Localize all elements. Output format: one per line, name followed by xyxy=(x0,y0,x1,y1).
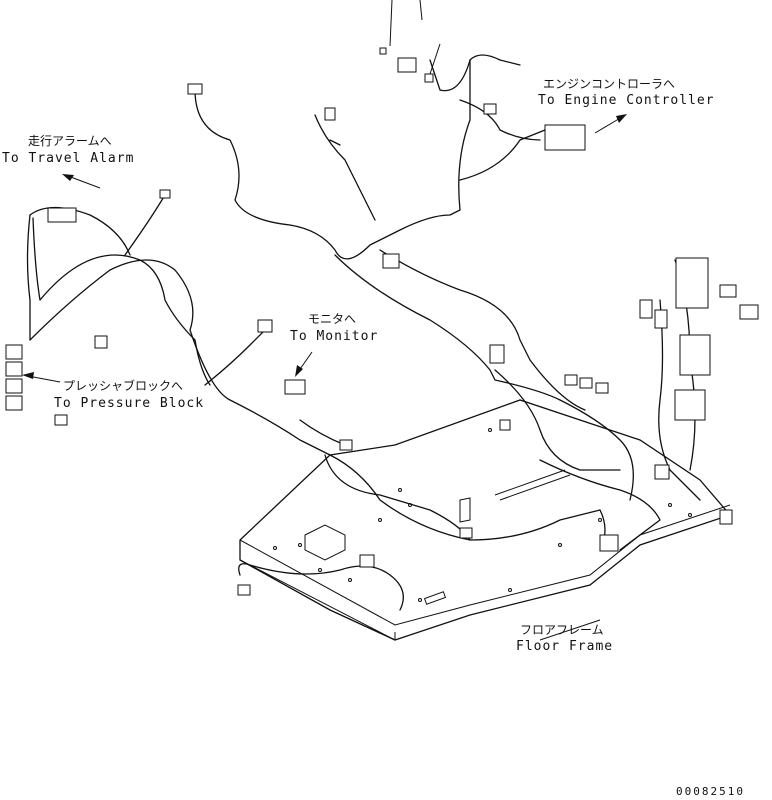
harness-upper-branch xyxy=(314,114,376,221)
floor-holes xyxy=(273,428,692,602)
harness-main-left-2 xyxy=(32,217,211,386)
pressure-label-jp: プレッシャブロックへ xyxy=(63,379,184,393)
harness-diagonal xyxy=(379,249,586,411)
harness-main-left xyxy=(26,214,601,541)
leader-arrows xyxy=(22,0,627,641)
floor-slot xyxy=(423,591,447,605)
harness-engine-branch xyxy=(459,99,546,181)
engine-label-en: To Engine Controller xyxy=(538,93,715,108)
floor-frame-edge xyxy=(239,504,731,641)
harness-cab-upper xyxy=(194,59,471,260)
travel-label-jp: 走行アラームへ xyxy=(28,134,112,148)
floor-label-en: Floor Frame xyxy=(516,639,614,654)
harness-cab-upper-2 xyxy=(334,254,634,501)
harness-floor-lower xyxy=(238,563,404,611)
monitor-label-jp: モニタへ xyxy=(308,312,357,326)
harness-monitor-branch xyxy=(204,329,346,446)
floor-label-jp: フロアフレーム xyxy=(520,623,604,637)
floor-ridge xyxy=(494,469,571,501)
floor-cutout xyxy=(304,524,346,561)
connectors xyxy=(5,47,759,596)
harness-travel-branch xyxy=(29,194,166,256)
harness-right-column xyxy=(658,299,701,501)
floor-bracket xyxy=(459,497,471,523)
engine-label-jp: エンジンコントローラへ xyxy=(543,77,676,91)
monitor-label-en: To Monitor xyxy=(290,329,379,344)
harness-right-top xyxy=(429,54,521,92)
drawing-number: 00082510 xyxy=(676,785,745,798)
pressure-label-en: To Pressure Block xyxy=(54,396,205,411)
travel-label-en: To Travel Alarm xyxy=(2,151,135,166)
floor-frame-plate xyxy=(239,399,732,641)
